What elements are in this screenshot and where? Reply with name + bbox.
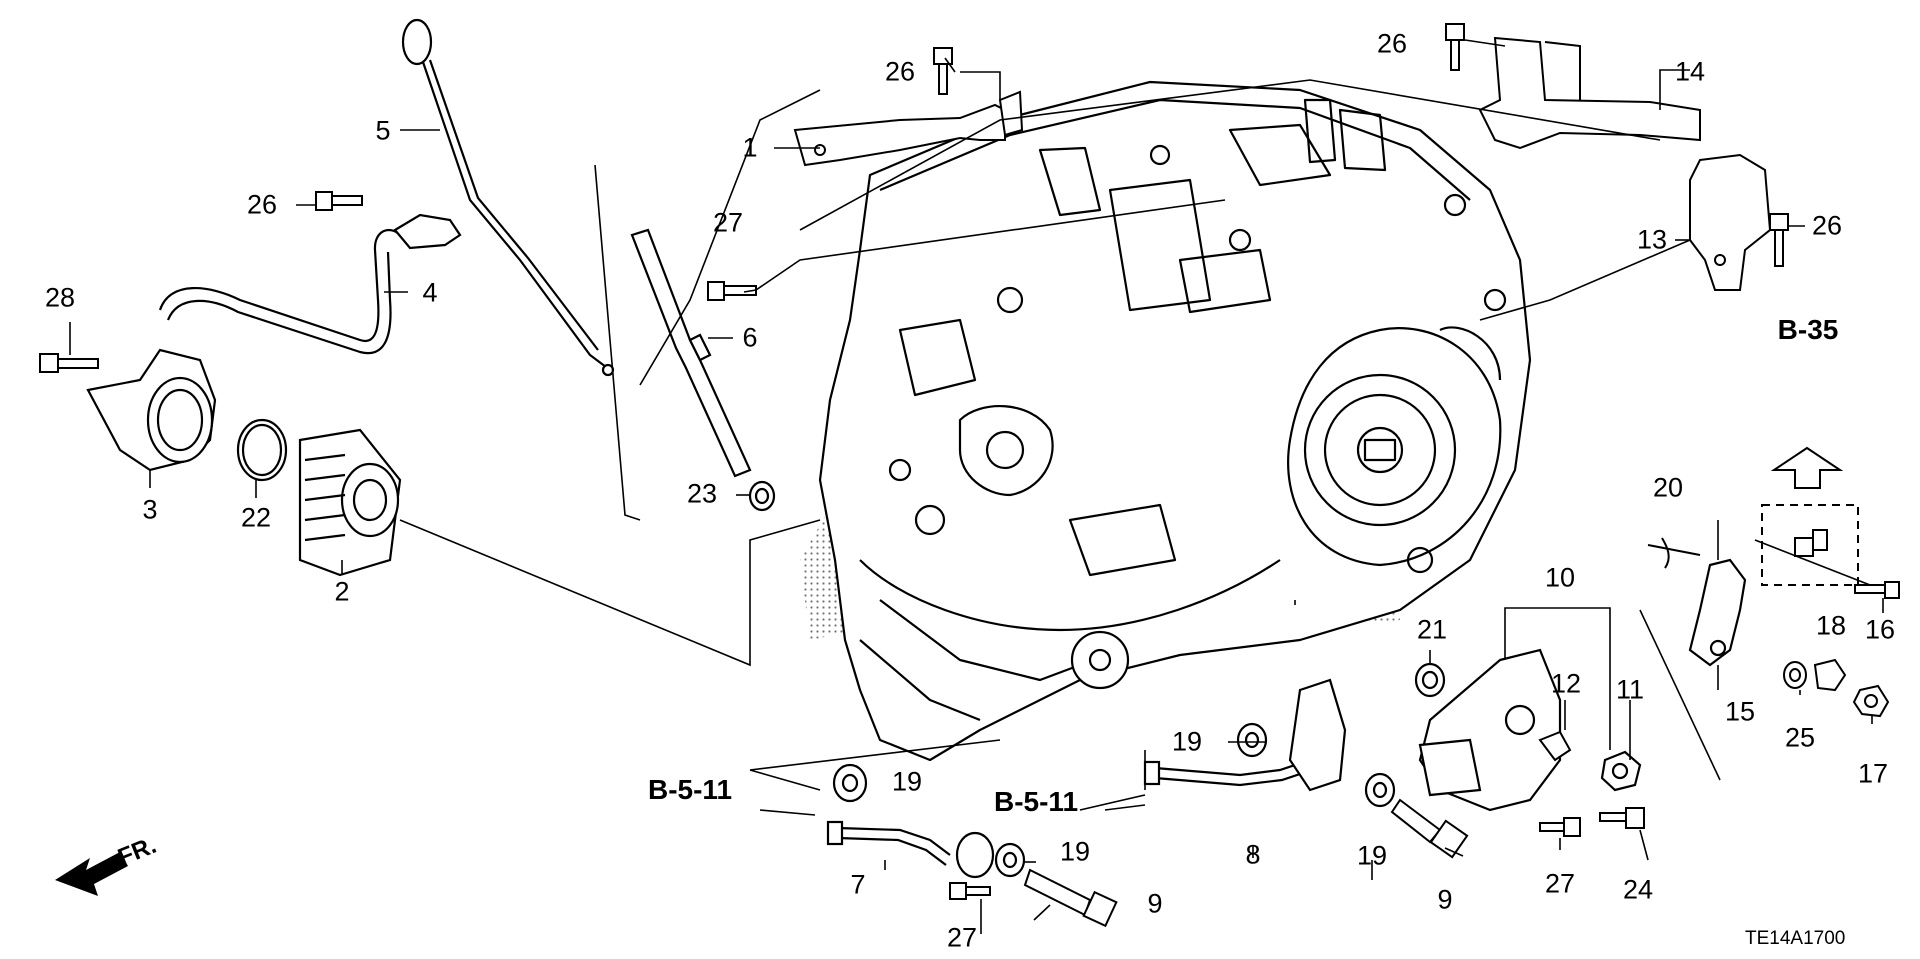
part-12-clip xyxy=(1538,730,1572,762)
callout-18: 18 xyxy=(1815,610,1847,641)
callout-27-lower: 27 xyxy=(946,922,978,953)
callout-26-left: 26 xyxy=(246,189,278,220)
part-2-filter xyxy=(298,428,402,577)
callout-9-left: 9 xyxy=(1147,888,1163,919)
part-11-nut xyxy=(1600,750,1642,792)
callout-2: 2 xyxy=(334,576,350,607)
callout-22: 22 xyxy=(240,502,272,533)
callout-16: 16 xyxy=(1864,614,1896,645)
callout-26-right-mid: 26 xyxy=(1811,210,1843,241)
bolt-26-left xyxy=(315,191,363,211)
part-16-bolt xyxy=(1854,581,1900,599)
part-18-nut xyxy=(1813,658,1847,692)
bolt-26-top xyxy=(933,47,953,95)
case-outline xyxy=(818,80,1532,762)
bolts-9 xyxy=(1023,798,1469,928)
bolt-26-right-top xyxy=(1445,23,1465,71)
bolt-27-upper xyxy=(707,281,757,301)
callout-4: 4 xyxy=(422,277,438,308)
part-3-housing xyxy=(86,348,217,472)
callout-25: 25 xyxy=(1784,722,1816,753)
callout-9-right: 9 xyxy=(1437,884,1453,915)
callout-19-left: 19 xyxy=(891,766,923,797)
callout-27-upper: 27 xyxy=(712,207,744,238)
callout-26-top: 26 xyxy=(884,56,916,87)
part-14-bracket xyxy=(1478,36,1701,150)
callout-19-right: 19 xyxy=(1356,840,1388,871)
callout-28: 28 xyxy=(44,282,76,313)
part-6-tube xyxy=(630,228,752,478)
callout-3: 3 xyxy=(142,494,158,525)
bolt-26-right-mid xyxy=(1769,213,1789,267)
callout-13: 13 xyxy=(1636,224,1668,255)
part-10-switch xyxy=(1418,648,1562,812)
reference-b511-mid: B-5-11 xyxy=(993,786,1079,817)
part-23-washer xyxy=(748,480,776,512)
callout-14: 14 xyxy=(1674,56,1706,87)
callout-19-mid: 19 xyxy=(1171,726,1203,757)
callout-24: 24 xyxy=(1622,874,1654,905)
callout-1: 1 xyxy=(742,132,758,163)
leader-lines xyxy=(69,39,1884,934)
callout-8: 8 xyxy=(1245,839,1261,870)
callout-27-mid: 27 xyxy=(1544,868,1576,899)
part-4-hose xyxy=(158,213,462,355)
case-lower-flange xyxy=(859,559,1281,632)
transmission-case xyxy=(800,80,1532,762)
bolt-28 xyxy=(39,353,99,373)
diagram-code: TE14A1700 xyxy=(1745,928,1846,949)
case-valve-body xyxy=(1108,178,1212,312)
washers-19 xyxy=(832,722,1396,878)
callout-26-right-top: 26 xyxy=(1376,28,1408,59)
callout-15: 15 xyxy=(1724,696,1756,727)
reference-b35: B-35 xyxy=(1777,314,1839,345)
case-top-face xyxy=(879,98,1471,201)
part-5-dipstick xyxy=(401,18,615,377)
b35-box-part xyxy=(1761,504,1859,586)
part-7-line xyxy=(826,820,995,879)
callout-19-bottom: 19 xyxy=(1059,836,1091,867)
callout-10: 10 xyxy=(1544,562,1576,593)
callout-12: 12 xyxy=(1550,668,1582,699)
part-22-oring xyxy=(236,418,288,482)
part-25-washer xyxy=(1783,661,1807,689)
part-20-pin xyxy=(1647,537,1701,569)
front-arrow xyxy=(55,852,128,896)
callout-20: 20 xyxy=(1652,472,1684,503)
part-15-arm xyxy=(1688,558,1747,667)
callout-17: 17 xyxy=(1857,758,1889,789)
part-1-bracket xyxy=(793,90,1024,167)
callout-21: 21 xyxy=(1416,614,1448,645)
callout-6: 6 xyxy=(742,322,758,353)
part-13-bracket xyxy=(1689,153,1772,291)
bolts-lower xyxy=(949,807,1645,900)
callout-5: 5 xyxy=(375,115,391,146)
callout-7: 7 xyxy=(850,869,866,900)
callout-11: 11 xyxy=(1615,674,1645,705)
part-17-nut xyxy=(1852,684,1890,718)
callout-23: 23 xyxy=(686,478,718,509)
part-21-seal xyxy=(1414,662,1446,698)
b35-arrow xyxy=(1770,446,1844,489)
part-8-line xyxy=(1143,678,1347,792)
reference-b511-left: B-5-11 xyxy=(647,774,733,805)
